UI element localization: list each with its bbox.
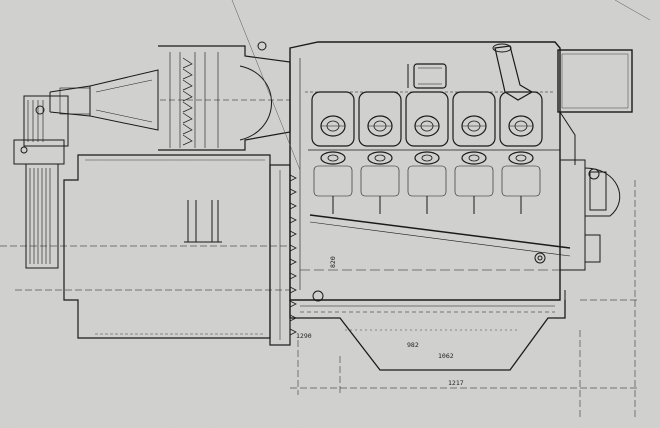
- cylinder-1: [311, 91, 355, 214]
- dim-label-side: 820: [329, 256, 337, 268]
- oil-sump: [289, 290, 566, 371]
- housing-rib: [289, 286, 297, 294]
- drain-plug-icon: [312, 290, 324, 302]
- front-pulleys: [13, 95, 69, 269]
- turbocharger: [49, 41, 291, 151]
- turbine-blade: [182, 134, 193, 146]
- housing-rib: [289, 328, 297, 336]
- cylinder-heads: [311, 91, 543, 214]
- housing-rib: [289, 244, 297, 252]
- dim-label-left: 1290: [296, 332, 312, 340]
- housing-rib: [289, 272, 297, 280]
- housing-rib: [289, 314, 297, 322]
- dim-label-bottom: 1217: [448, 379, 464, 387]
- housing-rib: [289, 300, 297, 308]
- rear-accessories: [560, 159, 621, 306]
- housing-rib: [289, 174, 297, 182]
- turbine-blade: [182, 68, 193, 80]
- turbine-blade: [182, 123, 193, 135]
- dimension-labels: 1290 982 1062 1217 820: [296, 256, 464, 387]
- housing-rib: [289, 188, 297, 196]
- housing-rib: [289, 230, 297, 238]
- air-filter: [557, 49, 633, 165]
- generator-housing: [63, 154, 271, 339]
- crankshaft: [300, 214, 575, 271]
- housing-rib: [289, 216, 297, 224]
- turbine-blade: [182, 79, 193, 91]
- turbine-blade: [182, 90, 193, 102]
- cylinder-4: [452, 91, 496, 214]
- turbine-blade: [182, 101, 193, 113]
- cylinder-3: [405, 91, 449, 214]
- turbine-blade: [182, 57, 193, 69]
- housing-rib: [289, 258, 297, 266]
- dim-label-inner-right: 1062: [438, 352, 454, 360]
- housing-rib: [289, 202, 297, 210]
- turbine-blade: [182, 112, 193, 124]
- exhaust-stack: [407, 43, 534, 101]
- dimension-lines: [0, 180, 640, 420]
- cylinder-2: [358, 91, 402, 214]
- dim-label-inner-left: 982: [407, 341, 419, 349]
- cylinder-5: [499, 91, 543, 214]
